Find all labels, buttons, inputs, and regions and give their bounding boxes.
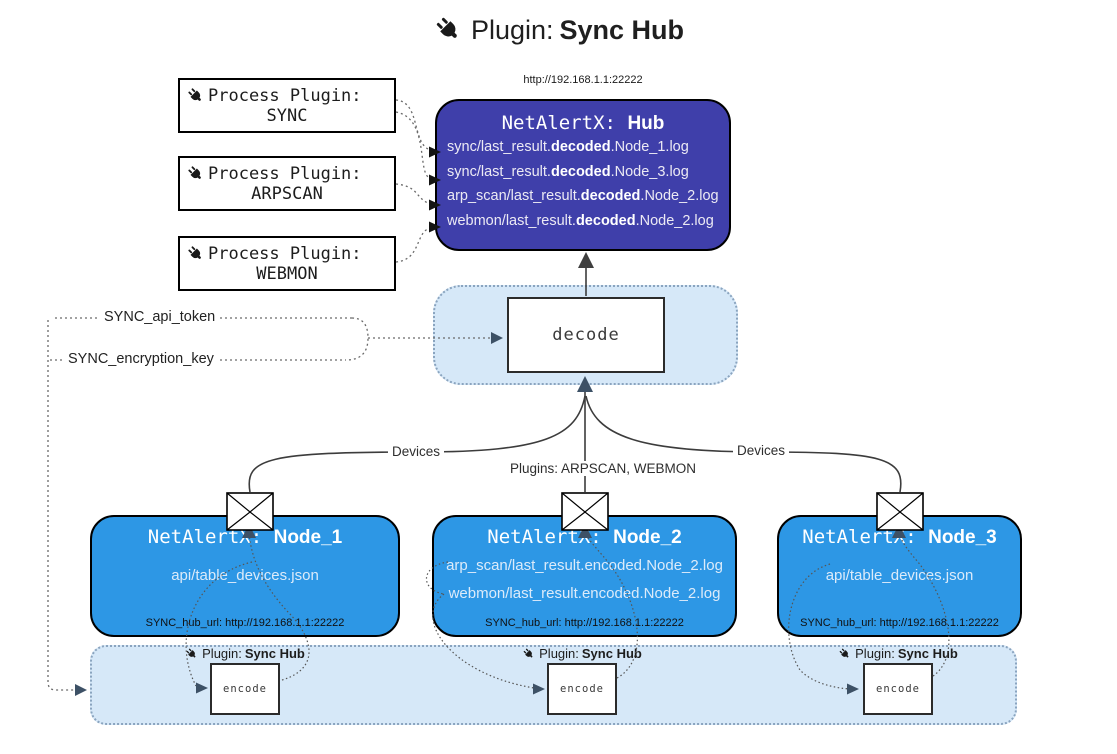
node-hub-url: SYNC_hub_url: http://192.168.1.1:22222 <box>145 617 345 629</box>
encode-box: encode <box>210 663 280 715</box>
node-file: api/table_devices.json <box>171 567 319 584</box>
process-plugin-box-arpscan: Process Plugin: ARPSCAN <box>178 156 396 211</box>
encode-box: encode <box>863 663 933 715</box>
encoder-label: Plugin: Sync Hub <box>502 646 662 661</box>
process-plugin-label: Process Plugin: <box>208 85 362 106</box>
node-file: webmon/last_result.encoded.Node_2.log <box>448 585 721 602</box>
hub-log-line: sync/last_result.decoded.Node_3.log <box>447 163 689 180</box>
sync-encryption-key-label: SYNC_encryption_key <box>64 351 218 367</box>
decode-box: decode <box>507 297 665 373</box>
plugins-label: Plugins: ARPSCAN, WEBMON <box>506 461 701 476</box>
node-hub-url: SYNC_hub_url: http://192.168.1.1:22222 <box>485 617 684 629</box>
process-plugin-label: Process Plugin: <box>208 163 362 184</box>
node-box-node-3: NetAlertX: Node_3 api/table_devices.json… <box>777 515 1022 637</box>
hub-box: NetAlertX: Hub sync/last_result.decoded.… <box>435 99 731 251</box>
encode-box: encode <box>547 663 617 715</box>
plug-icon <box>523 648 533 657</box>
hub-title: NetAlertX: Hub <box>437 112 729 135</box>
node-file: arp_scan/last_result.encoded.Node_2.log <box>446 557 723 574</box>
plug-icon <box>188 245 201 259</box>
plug-icon <box>188 87 201 101</box>
process-plugin-name: ARPSCAN <box>251 183 323 204</box>
node-box-node-2: NetAlertX: Node_2 arp_scan/last_result.e… <box>432 515 737 637</box>
encoder-label: Plugin: Sync Hub <box>165 646 325 661</box>
hub-title-prefix: NetAlertX: <box>501 112 616 134</box>
node-title: NetAlertX: Node_2 <box>487 526 682 548</box>
hub-log-line: webmon/last_result.decoded.Node_2.log <box>447 212 714 229</box>
plug-icon <box>839 648 849 657</box>
process-plugin-label: Process Plugin: <box>208 243 362 264</box>
encoder-label: Plugin: Sync Hub <box>818 646 978 661</box>
plug-icon <box>186 648 196 657</box>
node-title: NetAlertX: Node_1 <box>147 526 343 548</box>
process-plugin-box-webmon: Process Plugin: WEBMON <box>178 236 396 291</box>
process-plugin-name: WEBMON <box>256 263 318 284</box>
hub-title-name: Hub <box>627 113 665 134</box>
devices-label-right: Devices <box>733 443 790 458</box>
diagram-title: Plugin: Sync Hub <box>0 14 1117 46</box>
hub-log-line: arp_scan/last_result.decoded.Node_2.log <box>447 188 719 204</box>
sync-api-token-label: SYNC_api_token <box>100 309 220 325</box>
process-plugin-name: SYNC <box>266 105 308 126</box>
title-name: Sync Hub <box>559 14 685 45</box>
node-hub-url: SYNC_hub_url: http://192.168.1.1:22222 <box>800 617 999 629</box>
process-plugin-box-sync: Process Plugin: SYNC <box>178 78 396 133</box>
sync-key-links <box>47 317 503 696</box>
node-box-node-1: NetAlertX: Node_1 api/table_devices.json… <box>90 515 400 637</box>
devices-label-left: Devices <box>388 444 445 459</box>
node-title: NetAlertX: Node_3 <box>802 526 997 548</box>
plug-icon <box>188 165 201 179</box>
plug-icon <box>436 17 457 38</box>
node-file: api/table_devices.json <box>825 567 974 584</box>
hub-url: http://192.168.1.1:22222 <box>523 74 643 86</box>
title-prefix: Plugin: <box>470 14 554 45</box>
hub-log-line: sync/last_result.decoded.Node_1.log <box>447 139 689 155</box>
